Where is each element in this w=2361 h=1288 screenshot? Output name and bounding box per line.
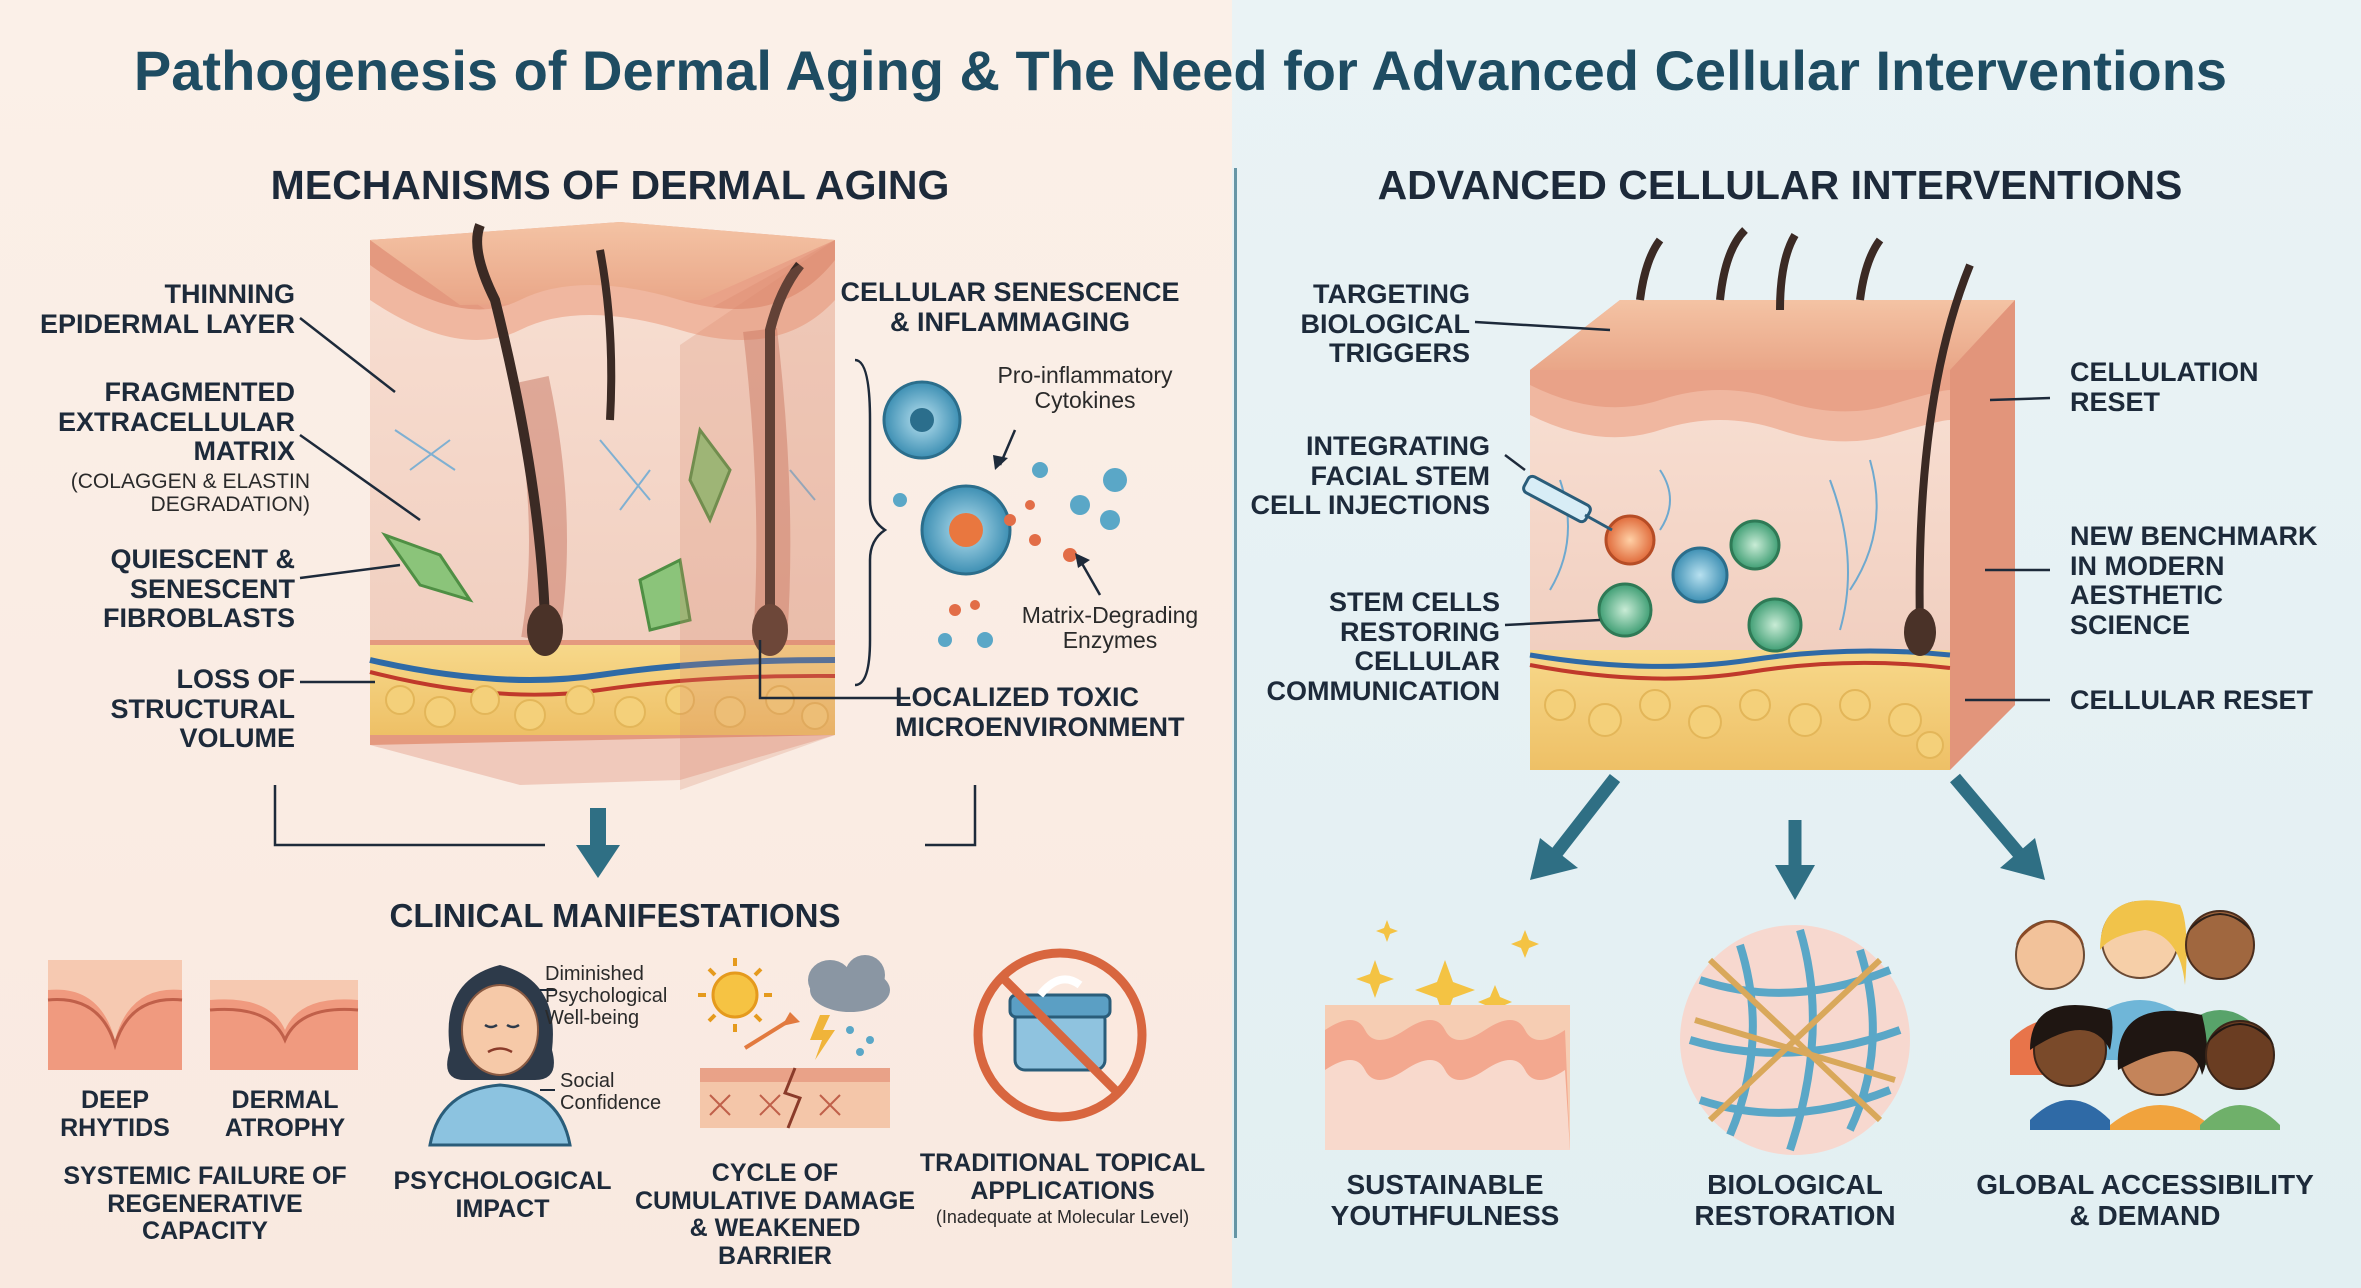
panel-divider: [1234, 168, 1237, 1238]
label-topical-note: (Inadequate at Molecular Level): [935, 1207, 1190, 1227]
label-new-benchmark: NEW BENCHMARK IN MODERN AESTHETIC SCIENC…: [2070, 521, 2318, 641]
atrophy-skin-icon: [209, 980, 359, 1070]
syringe-icon: [1522, 474, 1613, 532]
label-deep-rhytids: DEEP RHYTIDS: [60, 1086, 170, 1142]
label-cycle-damage: CYCLE OF CUMULATIVE DAMAGE & WEAKENED BA…: [634, 1159, 916, 1270]
wrinkle-skin-icon: [47, 960, 183, 1070]
label-stem-cells-communication: STEM CELLS RESTORING CELLULAR COMMUNICAT…: [1266, 587, 1500, 707]
psych-pointer-lines: [540, 989, 555, 1091]
label-cellular-reset: CELLULAR RESET: [2070, 685, 2313, 715]
label-global-accessibility: GLOBAL ACCESSIBILITY & DEMAND: [1976, 1169, 2314, 1231]
sun-icon: [698, 958, 772, 1032]
right-pointer-lines: [1474, 320, 2051, 702]
label-fragmented-ecm-note: (COLAGGEN & ELASTIN DEGRADATION): [70, 470, 310, 517]
label-cytokines: Pro-inflammatory Cytokines: [997, 362, 1173, 414]
label-cellulation-reset: CELLULATION RESET: [2070, 357, 2259, 417]
label-biological-restoration: BIOLOGICAL RESTORATION: [1694, 1169, 1896, 1231]
collagen-mesh-icon: [1680, 925, 1910, 1155]
label-sustainable-youthfulness: SUSTAINABLE YOUTHFULNESS: [1330, 1169, 1560, 1231]
label-dermal-atrophy: DERMAL ATROPHY: [224, 1086, 346, 1142]
label-psychological-impact: PSYCHOLOGICAL IMPACT: [393, 1167, 612, 1223]
label-cellular-senescence: CELLULAR SENESCENCE & INFLAMMAGING: [840, 277, 1180, 337]
label-thinning-epidermis: THINNING EPIDERMAL LAYER: [39, 279, 295, 339]
diverse-people-group-icon: [2010, 900, 2280, 1130]
storm-cloud-icon: [808, 955, 890, 1060]
right-section-heading: ADVANCED CELLULAR INTERVENTIONS: [1377, 162, 2183, 208]
rejuvenated-skin-cross-section: [1522, 227, 2015, 770]
label-fragmented-ecm: FRAGMENTED EXTRACELLULAR MATRIX: [58, 377, 295, 467]
sad-person-icon: [428, 965, 572, 1147]
down-arrow-icon: [576, 808, 620, 878]
outcome-arrows: [1530, 773, 2045, 900]
label-stem-cell-injections: INTEGRATING FACIAL STEM CELL INJECTIONS: [1250, 431, 1490, 521]
left-pointer-lines: [273, 317, 977, 847]
label-diminished-wellbeing: Diminished Psychological Well-being: [545, 963, 668, 1029]
label-enzymes: Matrix-Degrading Enzymes: [1021, 602, 1199, 654]
sparkle-skin-icon: [1325, 920, 1570, 1150]
aged-skin-cross-section: [369, 222, 836, 790]
left-section-heading: MECHANISMS OF DERMAL AGING: [270, 162, 950, 208]
page-title: Pathogenesis of Dermal Aging & The Need …: [133, 39, 2228, 102]
clinical-manifestations-heading: CLINICAL MANIFESTATIONS: [389, 897, 841, 934]
damaged-barrier-icon: [700, 1012, 890, 1129]
label-targeting-triggers: TARGETING BIOLOGICAL TRIGGERS: [1300, 279, 1471, 369]
label-quiescent-fibroblasts: QUIESCENT & SENESCENT FIBROBLASTS: [103, 544, 295, 634]
inflammatory-cells-cluster: [882, 380, 1127, 648]
label-toxic-microenvironment: LOCALIZED TOXIC MICROENVIRONMENT: [895, 682, 1185, 742]
label-traditional-topical: TRADITIONAL TOPICAL APPLICATIONS: [919, 1149, 1206, 1205]
label-loss-volume: LOSS OF STRUCTURAL VOLUME: [110, 664, 295, 754]
label-social-confidence: Social Confidence: [560, 1070, 662, 1114]
no-topical-cream-icon: [973, 948, 1147, 1122]
label-systemic-failure: SYSTEMIC FAILURE OF REGENERATIVE CAPACIT…: [63, 1162, 347, 1245]
